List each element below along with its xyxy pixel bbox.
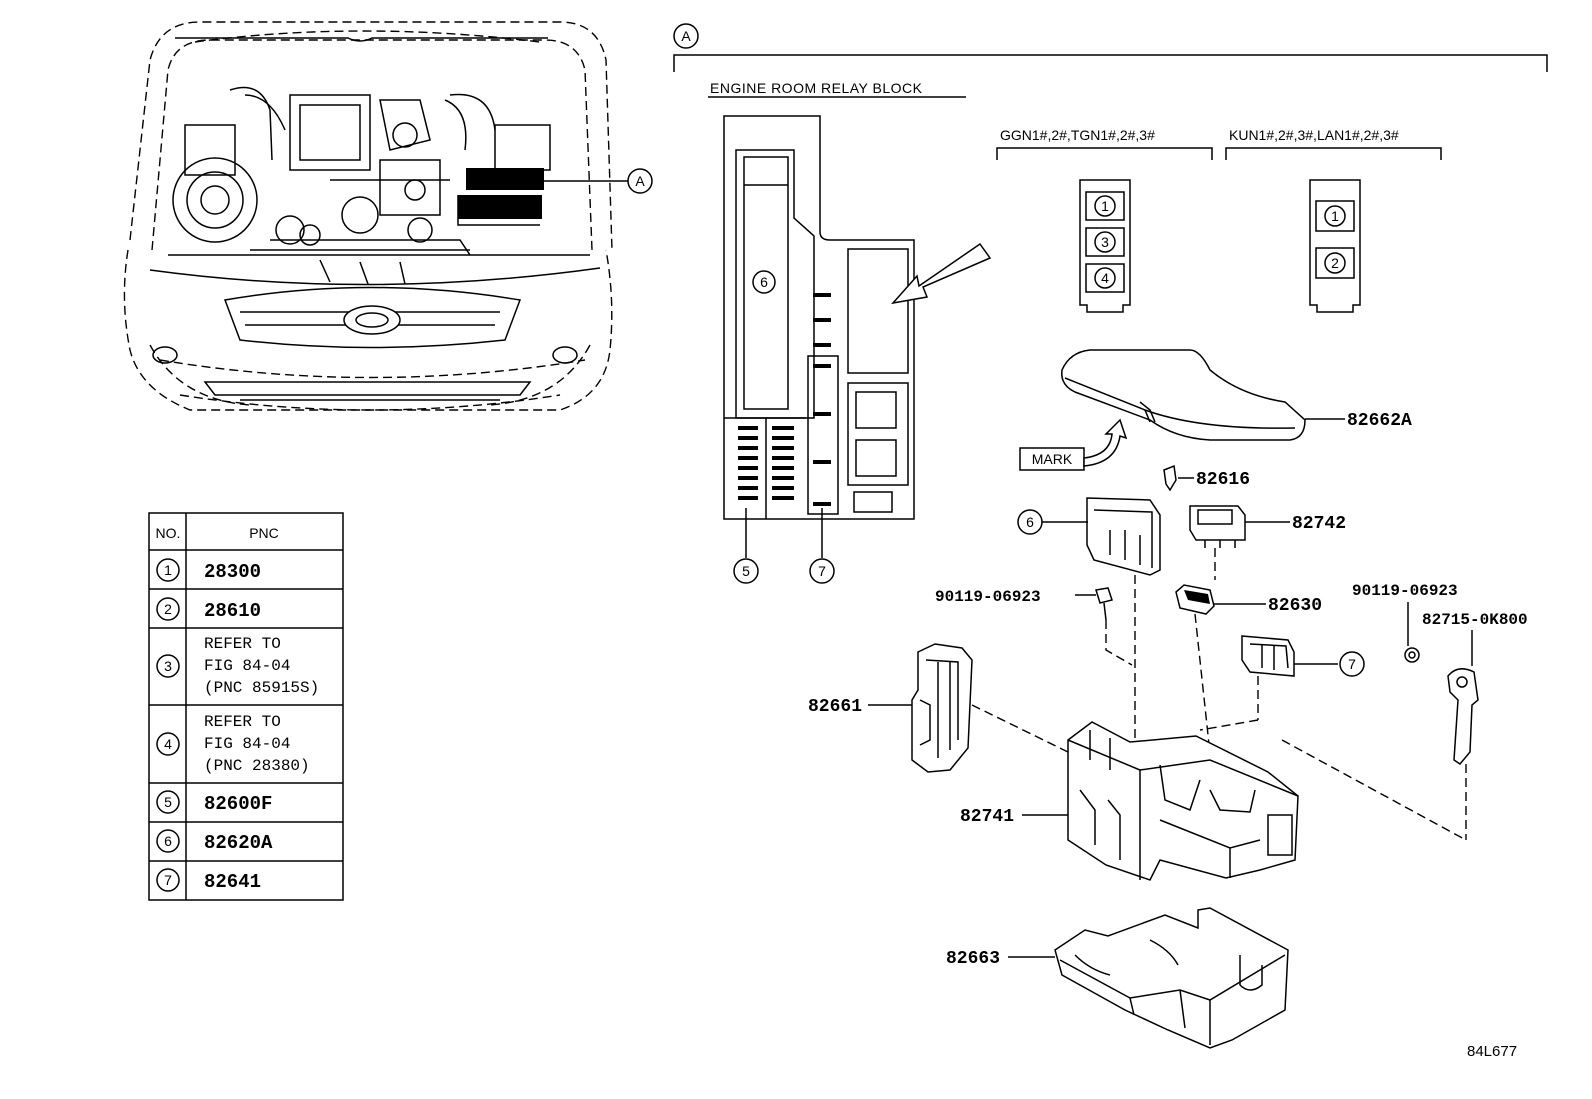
cover-82662a: 82662A: [1061, 349, 1412, 441]
table-row-no-1: 1: [164, 562, 172, 578]
part-label-bolt-right: 90119-06923: [1352, 582, 1458, 600]
variant-left-label: GGN1#,2#,TGN1#,2#,3#: [1000, 127, 1155, 143]
block-callout-7: 7: [818, 563, 826, 579]
variant-right: KUN1#,2#,3#,LAN1#,2#,3# 1 2: [1225, 127, 1442, 313]
table-row-pnc-2: 28610: [204, 600, 261, 622]
variant-left-slot-2: 3: [1101, 234, 1109, 250]
relay-block-title: ENGINE ROOM RELAY BLOCK: [710, 80, 923, 96]
variant-right-slot-1: 1: [1331, 208, 1339, 224]
table-row-pnc-3-line-3: (PNC 85915S): [204, 679, 319, 697]
part-callout-6: 6: [1026, 514, 1034, 530]
table-row-pnc-6: 82620A: [204, 832, 273, 854]
side-cover-82661: 82661: [808, 643, 1069, 773]
part-label-82663: 82663: [946, 949, 1000, 969]
pnc-table: NO. PNC 1 28300 2 28610 3 REFER TO FIG 8…: [148, 512, 344, 901]
table-row-pnc-7: 82641: [204, 871, 261, 893]
part-label-82742: 82742: [1292, 514, 1346, 534]
part-label-82662a: 82662A: [1347, 411, 1412, 431]
table-row-no-6: 6: [164, 833, 172, 849]
table-row-pnc-5: 82600F: [204, 793, 272, 815]
block-callout-6: 6: [760, 274, 768, 290]
block-callout-5: 5: [742, 563, 750, 579]
table-header-pnc: PNC: [249, 525, 279, 541]
table-row-pnc-4-line-2: FIG 84-04: [204, 735, 290, 753]
table-row-no-2: 2: [164, 601, 172, 617]
figure-code: 84L677: [1467, 1043, 1517, 1060]
part-label-82741: 82741: [960, 807, 1014, 827]
relay-7-part: 7: [1199, 635, 1365, 731]
mark-label: MARK: [1032, 451, 1073, 467]
table-row-pnc-1: 28300: [204, 561, 261, 583]
engine-bay-illustration: A: [123, 21, 653, 411]
variant-left-slot-1: 1: [1101, 198, 1109, 214]
part-label-82661: 82661: [808, 697, 862, 717]
bracket-82715: 82715-0K800: [1281, 611, 1528, 841]
table-row-no-3: 3: [164, 658, 172, 674]
variant-left: GGN1#,2#,TGN1#,2#,3# 1 3 4: [996, 127, 1213, 313]
table-row-no-7: 7: [164, 872, 172, 888]
table-header-no: NO.: [156, 525, 181, 541]
engine-callout-a: A: [635, 173, 645, 189]
bolt-right-part: 90119-06923: [1352, 582, 1458, 663]
relay-block-top-view: 6 5: [723, 115, 992, 584]
part-label-82630: 82630: [1268, 596, 1322, 616]
part-label-82616: 82616: [1196, 470, 1250, 490]
relay-6-part: 6: [1017, 497, 1161, 750]
table-row-no-5: 5: [164, 794, 172, 810]
table-row-pnc-3-line-2: FIG 84-04: [204, 657, 290, 675]
relay-82742-part: 82742: [1189, 505, 1346, 580]
section-a-header: A ENGINE ROOM RELAY BLOCK: [673, 23, 1548, 98]
box-82741: 82741: [960, 721, 1299, 881]
table-row-no-4: 4: [164, 736, 172, 752]
section-callout-a: A: [681, 28, 691, 44]
lower-cover-82663: 82663: [946, 907, 1289, 1049]
small-fuse-grid: [738, 426, 794, 500]
mark-arrow: MARK: [1019, 418, 1128, 471]
table-row-pnc-4-line-1: REFER TO: [204, 713, 281, 731]
part-label-bolt-left: 90119-06923: [935, 588, 1041, 606]
clip-82616: 82616: [1163, 464, 1250, 492]
variant-right-slot-2: 2: [1331, 255, 1339, 271]
table-row-pnc-3-line-1: REFER TO: [204, 635, 281, 653]
table-row-pnc-4-line-3: (PNC 28380): [204, 757, 310, 775]
part-callout-7: 7: [1348, 656, 1356, 672]
part-label-bracket: 82715-0K800: [1422, 611, 1528, 629]
variant-left-slot-3: 4: [1101, 270, 1109, 286]
variant-right-label: KUN1#,2#,3#,LAN1#,2#,3#: [1229, 127, 1399, 143]
bolt-left-part: 90119-06923: [935, 587, 1133, 666]
